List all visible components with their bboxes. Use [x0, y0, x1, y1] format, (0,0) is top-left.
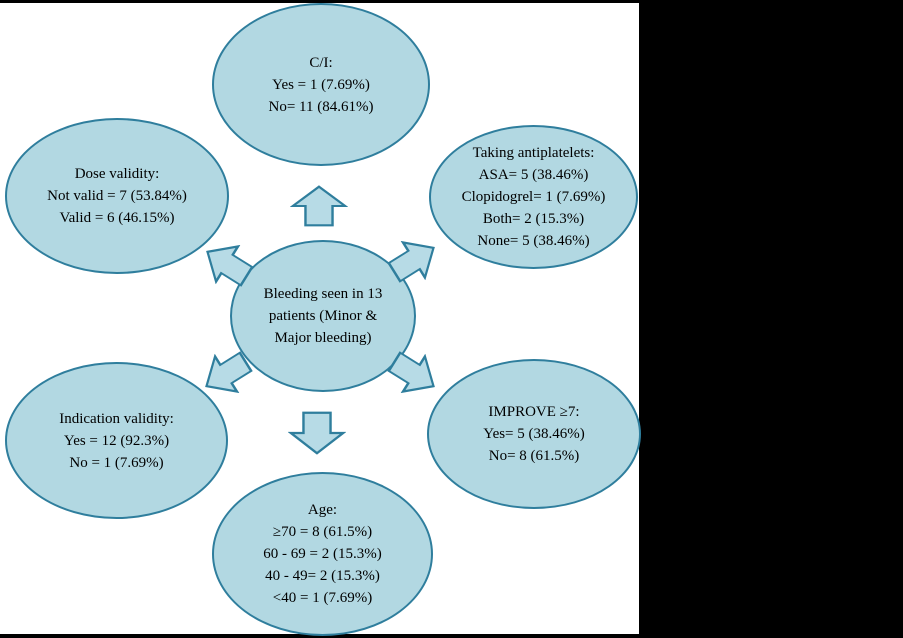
center-bleeding-node-line: patients (Minor & — [268, 308, 378, 324]
ci-node-line: No= 11 (84.61%) — [268, 98, 374, 115]
up-arrow-connector — [290, 185, 348, 227]
antiplatelets-node-line: None= 5 (38.46%) — [477, 233, 590, 249]
dose-validity-node: Dose validity: Not valid = 7 (53.84%) Va… — [5, 118, 229, 274]
down-left-arrow-connector — [193, 341, 260, 407]
improve-node: IMPROVE ≥7: Yes= 5 (38.46%) No= 8 (61.5%… — [427, 359, 641, 509]
indication-validity-node: Indication validity: Yes = 12 (92.3%) No… — [5, 362, 228, 519]
age-node-line: 60 - 69 = 2 (15.3%) — [263, 546, 382, 562]
up-left-arrow-connector — [194, 231, 261, 297]
ci-node: C/I: Yes = 1 (7.69%) No= 11 (84.61%) — [212, 3, 430, 166]
down-right-arrow-connector — [381, 341, 448, 407]
dose-validity-node-line: Not valid = 7 (53.84%) — [47, 188, 187, 204]
center-bleeding-node: Bleeding seen in 13 patients (Minor & Ma… — [230, 240, 416, 392]
antiplatelets-node-title: Taking antiplatelets: — [472, 145, 595, 161]
down-arrow-connector — [288, 411, 346, 455]
top-border-line — [0, 0, 903, 3]
right-black-panel — [639, 0, 903, 638]
indication-validity-node-line: Yes = 12 (92.3%) — [63, 432, 170, 449]
antiplatelets-node: Taking antiplatelets: ASA= 5 (38.46%) Cl… — [429, 125, 638, 269]
ci-node-line: Yes = 1 (7.69%) — [272, 76, 370, 93]
age-node: Age: ≥70 = 8 (61.5%) 60 - 69 = 2 (15.3%)… — [212, 472, 433, 636]
dose-validity-node-line: Valid = 6 (46.15%) — [59, 210, 175, 226]
antiplatelets-node-line: ASA= 5 (38.46%) — [478, 167, 589, 183]
dose-validity-node-title: Dose validity: — [74, 166, 160, 182]
improve-node-title: IMPROVE ≥7: — [488, 404, 580, 420]
age-node-line: <40 = 1 (7.69%) — [272, 590, 373, 606]
age-node-title: Age: — [307, 502, 338, 518]
age-node-line: 40 - 49= 2 (15.3%) — [265, 568, 380, 584]
bottom-border-line — [0, 634, 903, 638]
indication-validity-node-title: Indication validity: — [59, 410, 174, 427]
improve-node-line: Yes= 5 (38.46%) — [483, 426, 585, 442]
improve-node-line: No= 8 (61.5%) — [488, 448, 580, 464]
indication-validity-node-line: No = 1 (7.69%) — [69, 454, 164, 471]
age-node-line: ≥70 = 8 (61.5%) — [272, 524, 373, 540]
up-right-arrow-connector — [381, 227, 448, 293]
center-bleeding-node-line: Major bleeding) — [274, 330, 372, 346]
center-bleeding-node-line: Bleeding seen in 13 — [263, 286, 383, 302]
antiplatelets-node-line: Clopidogrel= 1 (7.69%) — [461, 189, 606, 205]
antiplatelets-node-line: Both= 2 (15.3%) — [482, 211, 585, 227]
ci-node-title: C/I: — [309, 54, 333, 71]
